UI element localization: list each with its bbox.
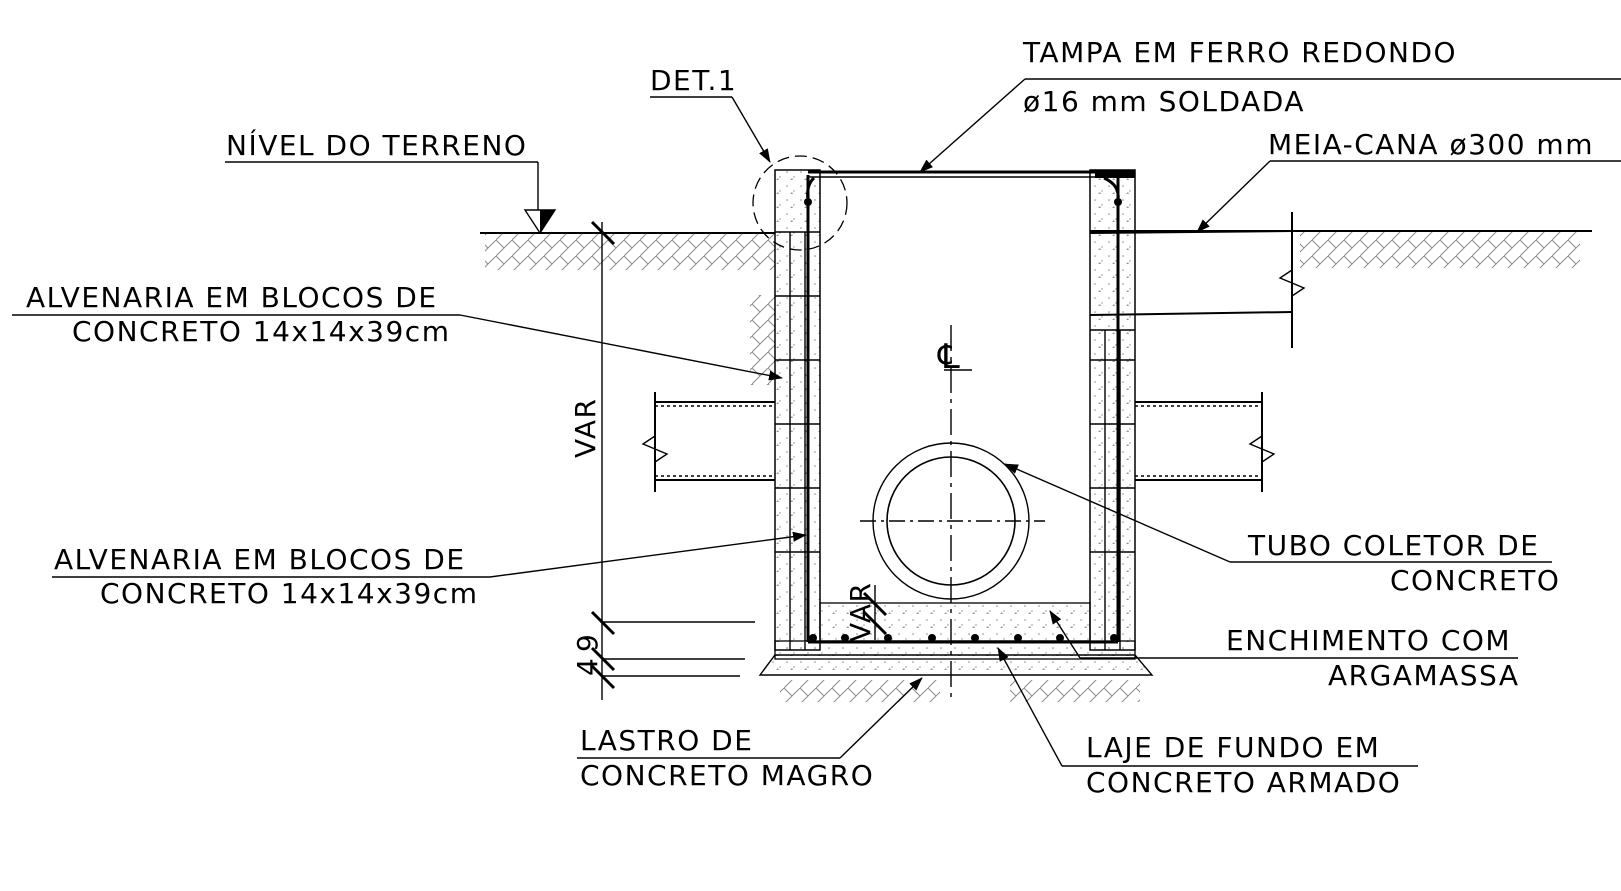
- label-enchimento-line1: ENCHIMENTO COM: [1226, 624, 1511, 657]
- dimension-var-inner: VAR: [844, 582, 888, 642]
- var-label: VAR: [569, 398, 602, 458]
- label-laje-line2: CONCRETO ARMADO: [1086, 766, 1401, 799]
- label-tubo-line2: CONCRETO: [1390, 564, 1560, 597]
- label-tampa-1: TAMPA EM FERRO REDONDO: [1022, 36, 1457, 69]
- label-laje-line1: LAJE DE FUNDO EM: [1086, 731, 1380, 764]
- right-wall: [1089, 169, 1306, 651]
- label-alvenaria-1-line1: ALVENARIA EM BLOCOS DE: [26, 281, 438, 314]
- dimension-var: VAR 4 9: [569, 220, 755, 700]
- left-wall: [774, 169, 821, 651]
- label-lastro-line1: LASTRO DE: [580, 724, 753, 757]
- leaders: [12, 78, 1621, 767]
- dim-9-label: 9: [571, 633, 604, 652]
- label-tubo-line1: TUBO COLETOR DE: [1247, 529, 1539, 562]
- label-lastro-line2: CONCRETO MAGRO: [580, 759, 874, 792]
- label-alvenaria-2-line1: ALVENARIA EM BLOCOS DE: [54, 543, 466, 576]
- dim-4-label: 4: [571, 657, 604, 676]
- top-cover: [752, 155, 1135, 251]
- bottom-layers: [758, 602, 1154, 676]
- side-pipes: [641, 392, 1276, 492]
- label-alvenaria-2-line2: CONCRETO 14x14x39cm: [100, 577, 478, 610]
- var-inner-label: VAR: [844, 582, 877, 642]
- label-tampa-2: ø16 mm SOLDADA: [1023, 85, 1305, 118]
- label-nivel: NÍVEL DO TERRENO: [226, 128, 527, 162]
- centerline-symbol: ℄: [937, 337, 961, 377]
- terrain-level-marker: [225, 161, 557, 235]
- label-det: DET.1: [650, 64, 737, 97]
- label-alvenaria-1-line2: CONCRETO 14x14x39cm: [72, 315, 450, 348]
- labels: TAMPA EM FERRO REDONDO ø16 mm SOLDADA DE…: [26, 36, 1594, 799]
- label-meia-cana: MEIA-CANA ø300 mm: [1268, 128, 1594, 161]
- ground: [480, 230, 1592, 702]
- collector-pipe: [860, 442, 1045, 600]
- label-enchimento-line2: ARGAMASSA: [1328, 659, 1520, 692]
